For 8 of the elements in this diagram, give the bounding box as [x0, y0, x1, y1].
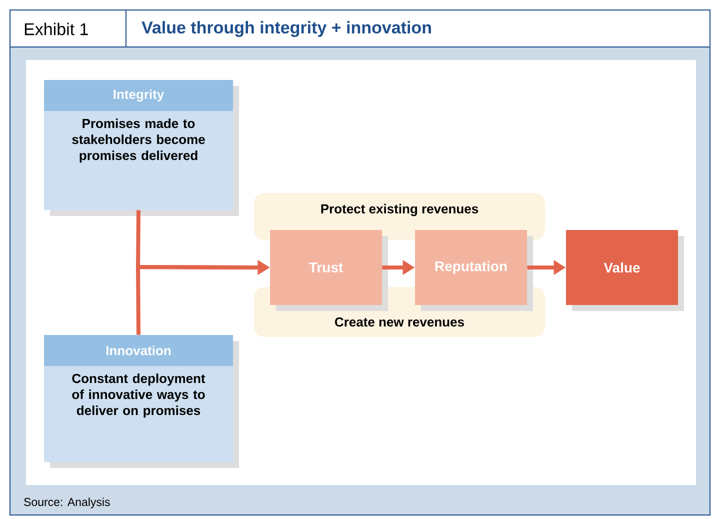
concept-box: Integrity Promises made to stakeholders become promises delivered	[44, 80, 239, 216]
exhibit-label: Exhibit 1	[24, 22, 88, 36]
step-box: Reputation	[415, 230, 533, 311]
concept-box: Innovation Constant deployment of innovative ways to deliver on promises	[44, 335, 239, 468]
title: Value through integrity + innovation	[142, 21, 431, 37]
source-note: Source: Analysis	[24, 498, 110, 508]
step-box: Trust	[270, 230, 388, 311]
step-box: Value	[566, 230, 684, 311]
